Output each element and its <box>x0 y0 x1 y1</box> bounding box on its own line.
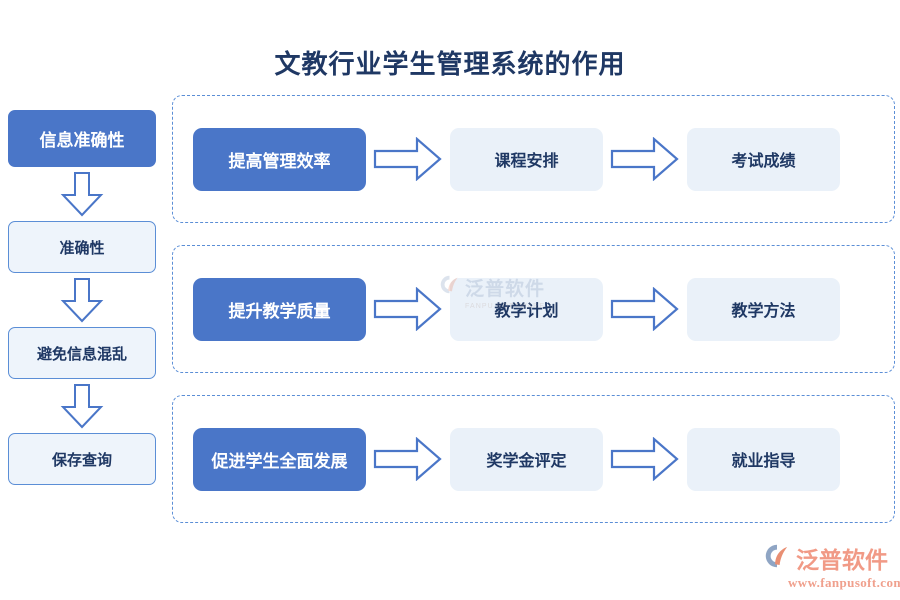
group-2-step-1[interactable]: 提升教学质量 <box>193 277 366 341</box>
page-title: 文教行业学生管理系统的作用 <box>274 50 626 79</box>
left-step-4[interactable]: 保存查询 <box>8 433 156 485</box>
arrow-right-icon <box>603 287 687 331</box>
left-step-3[interactable]: 避免信息混乱 <box>8 327 156 379</box>
group-1-step-3-label: 考试成绩 <box>731 153 796 170</box>
group-3-step-1[interactable]: 促进学生全面发展 <box>193 427 366 491</box>
arrow-down-icon <box>8 167 156 221</box>
group-3-step-1-label: 促进学生全面发展 <box>211 451 348 471</box>
left-step-3-label: 避免信息混乱 <box>36 346 127 363</box>
group-3-step-2-label: 奖学金评定 <box>486 453 567 470</box>
left-step-2[interactable]: 准确性 <box>8 221 156 273</box>
arrow-down-icon <box>8 273 156 327</box>
group-3-step-2[interactable]: 奖学金评定 <box>450 427 603 491</box>
group-2-step-3-label: 教学方法 <box>731 303 796 320</box>
group-1-step-2[interactable]: 课程安排 <box>450 127 603 191</box>
fanpu-logo-icon <box>762 541 792 576</box>
left-step-4-label: 保存查询 <box>51 452 112 469</box>
group-2-step-1-label: 提升教学质量 <box>228 301 331 321</box>
arrow-right-icon <box>366 437 450 481</box>
group-1-step-2-label: 课程安排 <box>494 153 559 170</box>
group-3-step-3[interactable]: 就业指导 <box>687 427 840 491</box>
group-2-step-2[interactable]: 教学计划 <box>450 277 603 341</box>
arrow-right-icon <box>603 137 687 181</box>
brand-name: 泛普软件 <box>796 548 888 573</box>
arrow-down-icon <box>8 379 156 433</box>
group-3-step-3-label: 就业指导 <box>731 453 796 470</box>
group-1-step-1-label: 提高管理效率 <box>228 151 331 171</box>
flow-group-2: 提升教学质量 教学计划 教学方法 <box>172 245 895 373</box>
arrow-right-icon <box>366 287 450 331</box>
brand-logo: 泛普软件 www.fanpusoft.com <box>762 541 900 594</box>
group-2-step-3[interactable]: 教学方法 <box>687 277 840 341</box>
flow-group-1: 提高管理效率 课程安排 考试成绩 <box>172 95 895 223</box>
left-flow-column: 信息准确性 准确性 避免信息混乱 保存查询 <box>8 110 156 485</box>
flow-group-3: 促进学生全面发展 奖学金评定 就业指导 <box>172 395 895 523</box>
group-1-step-1[interactable]: 提高管理效率 <box>193 127 366 191</box>
left-step-2-label: 准确性 <box>59 240 105 257</box>
arrow-right-icon <box>366 137 450 181</box>
arrow-right-icon <box>603 437 687 481</box>
group-1-step-3[interactable]: 考试成绩 <box>687 127 840 191</box>
left-step-1[interactable]: 信息准确性 <box>8 110 156 167</box>
group-2-step-2-label: 教学计划 <box>494 303 559 320</box>
brand-url: www.fanpusoft.com <box>788 575 900 590</box>
left-step-1-label: 信息准确性 <box>39 131 125 150</box>
